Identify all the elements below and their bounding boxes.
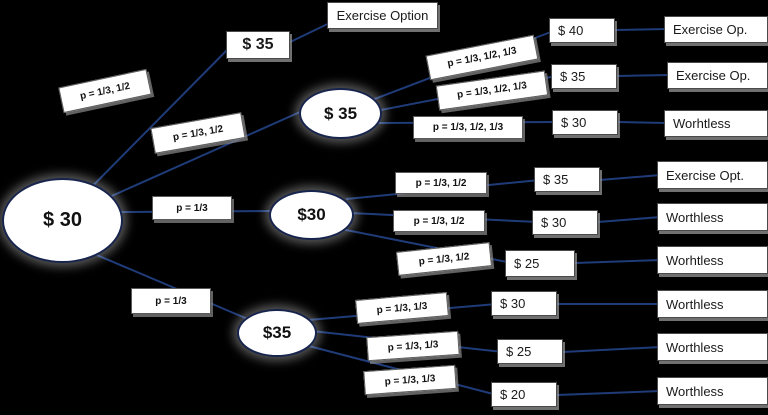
probability-text: p = 1/3, 1/2, 1/3	[446, 45, 518, 70]
outcome-box-o-7[interactable]: Worthless	[657, 290, 768, 318]
outcome-box-o-1[interactable]: Exercise Op.	[664, 16, 768, 43]
probability-label-p-c2[interactable]: p = 1/3, 1/3	[366, 330, 460, 362]
node-label: $ 30	[43, 209, 82, 231]
tree-edge	[617, 121, 669, 124]
probability-text: p = 1/3, 1/2, 1/3	[456, 80, 528, 101]
probability-label-p-root-down[interactable]: p = 1/3	[131, 288, 211, 314]
probability-text: p = 1/3, 1/2	[415, 177, 467, 189]
box-label: Exercise Op.	[676, 68, 751, 83]
probability-text: p = 1/3, 1/2	[171, 123, 225, 143]
outcome-box-o-4[interactable]: Exercise Opt.	[657, 161, 768, 189]
value-box-v-a30[interactable]: $ 30	[552, 110, 618, 135]
node-label: $ 35	[323, 103, 358, 123]
box-label: $ 20	[500, 387, 526, 402]
stage-node-3[interactable]: $35	[237, 309, 317, 357]
box-label: Exercise Option	[336, 8, 429, 23]
tree-edge	[562, 346, 662, 353]
value-box-v-top-35[interactable]: $ 35	[226, 31, 290, 59]
outcome-box-o-2[interactable]: Exercise Op.	[667, 62, 768, 89]
outcome-box-o-9[interactable]: Worthless	[657, 377, 768, 405]
tree-edge	[616, 74, 671, 77]
tree-edge	[599, 174, 662, 181]
tree-edge	[597, 216, 662, 223]
box-label: Exercise Opt.	[666, 167, 745, 183]
box-label: $ 35	[242, 36, 274, 53]
probability-text: p = 1/3	[155, 295, 187, 307]
probability-label-p-root-up[interactable]: p = 1/3, 1/2	[58, 68, 152, 114]
box-label: $ 30	[500, 296, 526, 311]
box-label: Worthless	[666, 339, 724, 355]
probability-label-p-c1[interactable]: p = 1/3, 1/3	[355, 292, 449, 324]
outcome-box-o-3[interactable]: Worhtless	[664, 110, 768, 137]
node-label: $35	[262, 323, 292, 342]
box-label: $ 40	[558, 23, 584, 38]
value-box-v-b30[interactable]: $ 30	[532, 210, 598, 235]
probability-label-p-b2[interactable]: p = 1/3, 1/2	[393, 210, 485, 232]
box-label: Worthless	[666, 296, 724, 312]
stage-node-1[interactable]: $ 35	[299, 88, 382, 139]
probability-label-p-c3[interactable]: p = 1/3, 1/3	[363, 364, 457, 396]
probability-label-p-a2[interactable]: p = 1/3, 1/2, 1/3	[435, 70, 549, 111]
outcome-box-o-exercise-option[interactable]: Exercise Option	[327, 2, 438, 29]
probability-text: p = 1/3, 1/2, 1/3	[432, 122, 504, 133]
box-label: Worthless	[666, 383, 724, 399]
probability-text: p = 1/3, 1/3	[376, 300, 428, 316]
outcome-box-o-8[interactable]: Worthless	[657, 333, 768, 361]
box-label: Exercise Op.	[673, 22, 748, 37]
box-label: Worhtless	[666, 252, 724, 268]
probability-label-p-a3[interactable]: p = 1/3, 1/2, 1/3	[413, 116, 523, 139]
value-box-v-b35[interactable]: $ 35	[534, 167, 600, 192]
probability-label-p-b3[interactable]: p = 1/3, 1/2	[396, 242, 492, 276]
box-label: $ 35	[560, 69, 586, 84]
value-box-v-c20[interactable]: $ 20	[491, 382, 557, 407]
tree-edge	[574, 259, 662, 264]
value-box-v-40[interactable]: $ 40	[549, 18, 615, 43]
outcome-box-o-5[interactable]: Worthless	[657, 203, 768, 231]
probability-text: p = 1/3, 1/2	[78, 80, 132, 102]
box-label: $ 35	[543, 172, 569, 187]
tree-edge	[614, 28, 669, 31]
box-label: $ 25	[514, 256, 540, 271]
probability-text: p = 1/3, 1/3	[384, 372, 436, 388]
probability-label-p-root-mid[interactable]: p = 1/3, 1/2	[150, 112, 246, 154]
probability-text: p = 1/3	[176, 202, 208, 214]
box-label: $ 30	[541, 215, 567, 230]
probability-text: p = 1/3, 1/3	[387, 338, 439, 354]
value-box-v-c25[interactable]: $ 25	[497, 339, 563, 364]
value-box-v-b25[interactable]: $ 25	[505, 250, 575, 277]
value-box-v-c30[interactable]: $ 30	[491, 291, 557, 316]
node-label: $30	[297, 205, 326, 224]
outcome-box-o-6[interactable]: Worhtless	[657, 246, 768, 274]
probability-text: p = 1/3, 1/2	[413, 215, 465, 227]
probability-label-p-b1[interactable]: p = 1/3, 1/2	[395, 172, 487, 194]
probability-text: p = 1/3, 1/2	[418, 250, 470, 268]
box-label: Worthless	[666, 209, 724, 225]
box-label: $ 25	[506, 344, 532, 359]
box-label: $ 30	[561, 115, 587, 130]
value-box-v-a35[interactable]: $ 35	[551, 64, 617, 89]
tree-edge	[556, 390, 662, 396]
root-node[interactable]: $ 30	[2, 178, 123, 263]
stage-node-2[interactable]: $30	[269, 190, 354, 240]
box-label: Worhtless	[673, 116, 731, 131]
probability-label-p-root-mid2[interactable]: p = 1/3	[152, 196, 232, 220]
